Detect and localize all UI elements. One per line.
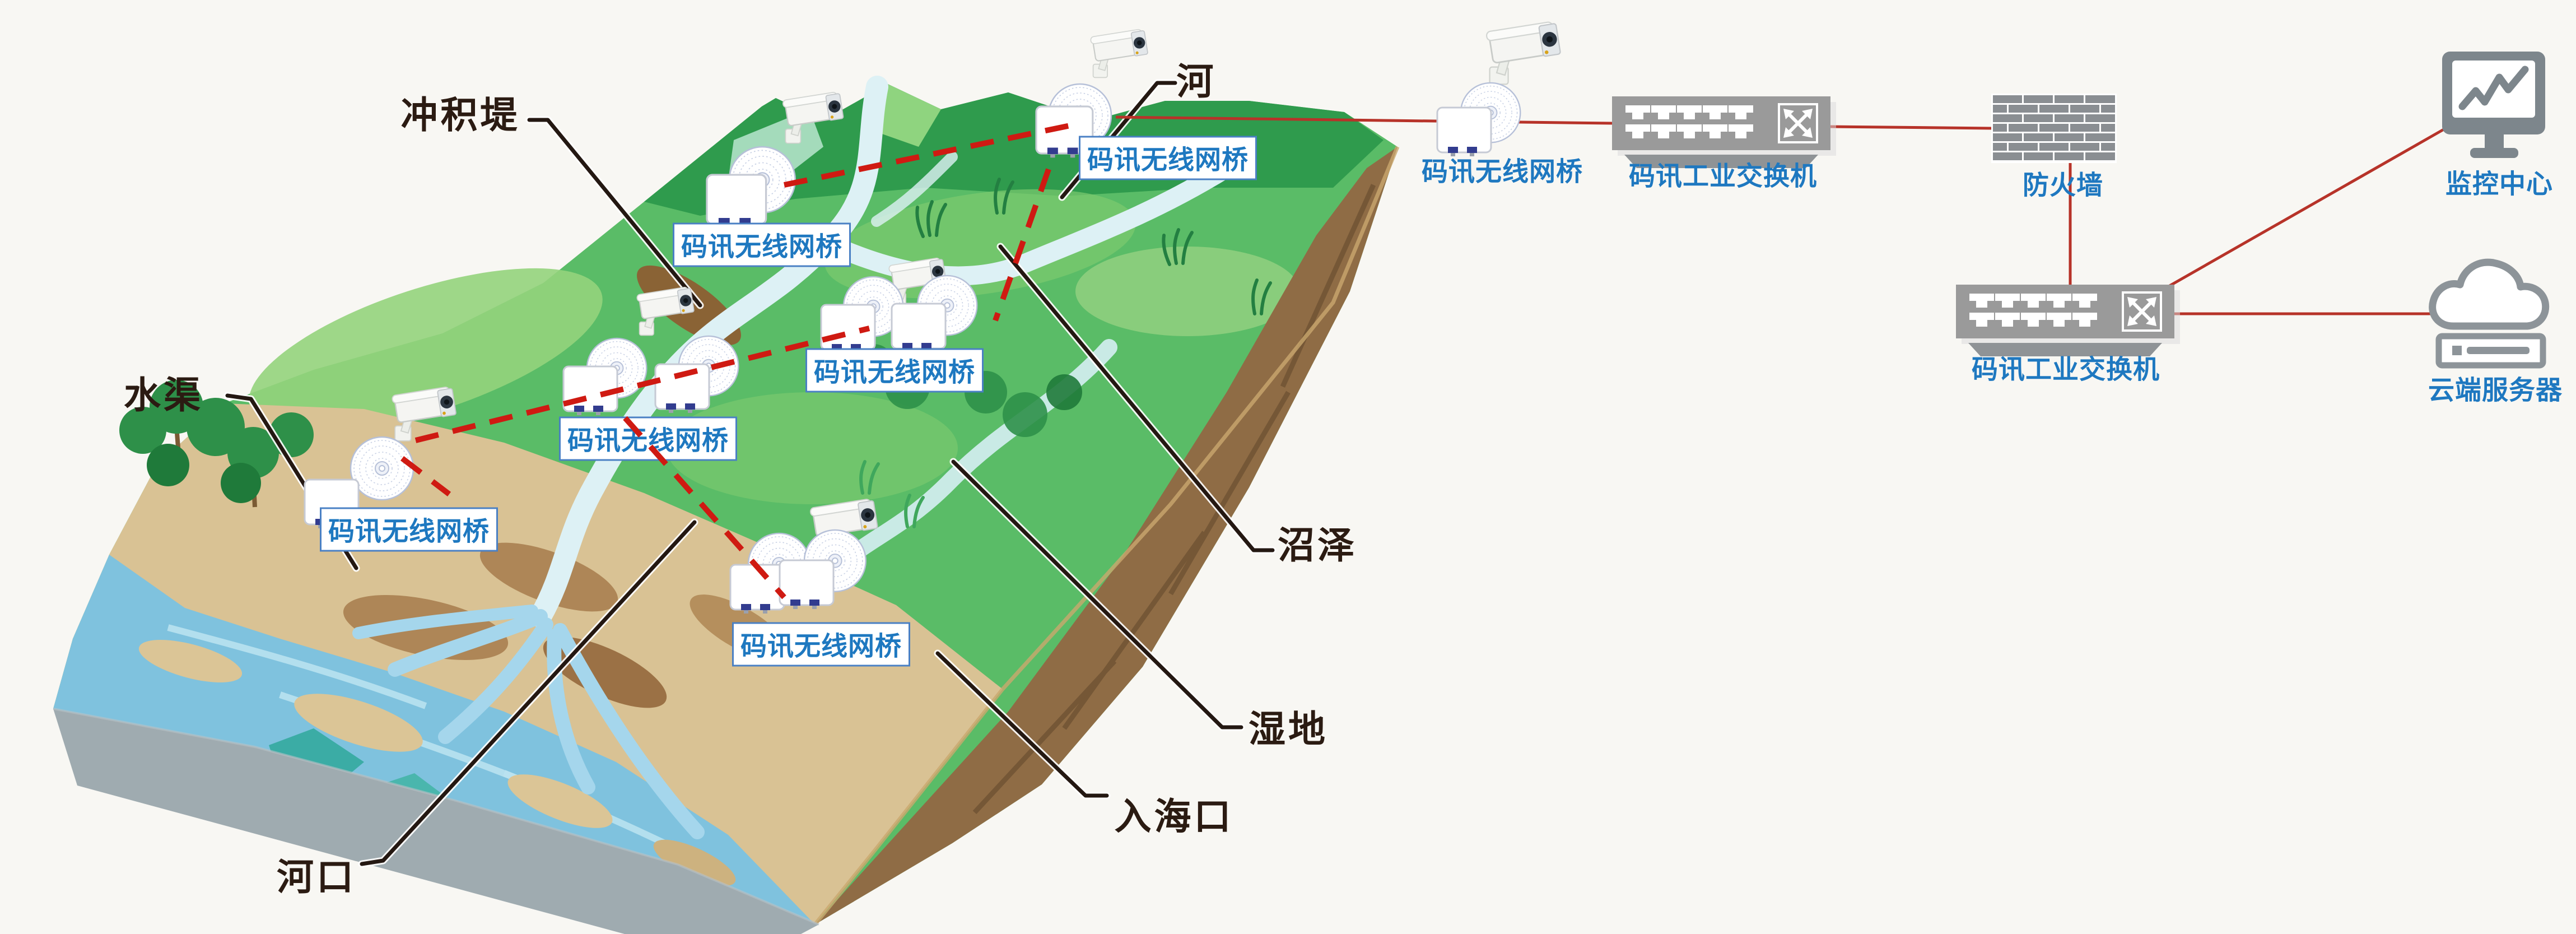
wireless-bridge-label: 码讯无线网桥 <box>805 348 984 393</box>
ethernet-switch-icon <box>1956 285 2180 356</box>
terrain-label-canal: 水渠 <box>124 374 203 416</box>
leader-line-estuary <box>935 651 1109 798</box>
surveillance-camera-icon <box>1089 28 1149 78</box>
cloud-server-label: 云端服务器 <box>2428 375 2563 405</box>
terrain-label-estuary: 入海口 <box>1114 796 1234 837</box>
dish-antenna-icon <box>350 436 414 501</box>
wireless-bridge-label: 码讯无线网桥 <box>1079 136 1257 180</box>
link-switch1-to-firewall <box>1830 125 1993 130</box>
monitoring-center-label: 监控中心 <box>2445 169 2553 199</box>
firewall-brick-icon <box>1991 94 2117 163</box>
monitor-icon <box>2442 52 2545 158</box>
leader-line-swamp <box>998 244 1275 552</box>
industrial-switch-label: 码讯工业交换机 <box>1972 354 2160 384</box>
leader-line-river-mouth <box>360 520 697 866</box>
firewall-label: 防火墙 <box>2023 170 2103 200</box>
terrain-cliff-face <box>815 147 1398 924</box>
leader-line-levee <box>527 118 702 308</box>
line-chart-icon <box>2458 66 2529 110</box>
bridge-unit-icon <box>562 365 618 416</box>
wireless-bridge-label: 码讯无线网桥 <box>732 622 910 667</box>
wireless-bridge-label: 码讯无线网桥 <box>1422 156 1583 187</box>
bridge-unit-icon <box>1436 106 1492 157</box>
surveillance-camera-icon <box>1485 20 1562 85</box>
wireless-bridge-label: 码讯无线网桥 <box>559 416 737 461</box>
cloud-server-icon <box>2429 258 2550 369</box>
terrain-base-slab <box>53 709 819 934</box>
terrain-label-levee: 冲积堤 <box>400 94 520 136</box>
bridge-unit-icon <box>779 559 835 610</box>
link-terrain-to-bridge <box>1115 115 1613 125</box>
bridge-unit-icon <box>706 174 767 230</box>
link-switch2-to-monitor <box>2167 126 2448 289</box>
bridge-unit-icon <box>820 304 876 355</box>
wireless-bridge-label: 码讯无线网桥 <box>673 222 851 267</box>
bridge-unit-icon <box>654 363 710 414</box>
terrain-delta-sand <box>53 403 1003 924</box>
terrain-label-swamp: 沼泽 <box>1278 524 1357 566</box>
terrain-label-river-mouth: 河口 <box>277 856 356 898</box>
terrain-label-wetland: 湿地 <box>1249 708 1328 750</box>
industrial-switch-label: 码讯工业交换机 <box>1629 161 1817 191</box>
bridge-unit-icon <box>729 564 785 615</box>
wireless-bridge-label: 码讯无线网桥 <box>320 507 498 552</box>
bridge-unit-icon <box>891 303 947 354</box>
leader-line-wetland <box>951 459 1243 729</box>
terrain-label-river: 河 <box>1176 61 1217 102</box>
cloud-icon <box>2429 258 2550 330</box>
wired-links <box>1115 115 2448 315</box>
